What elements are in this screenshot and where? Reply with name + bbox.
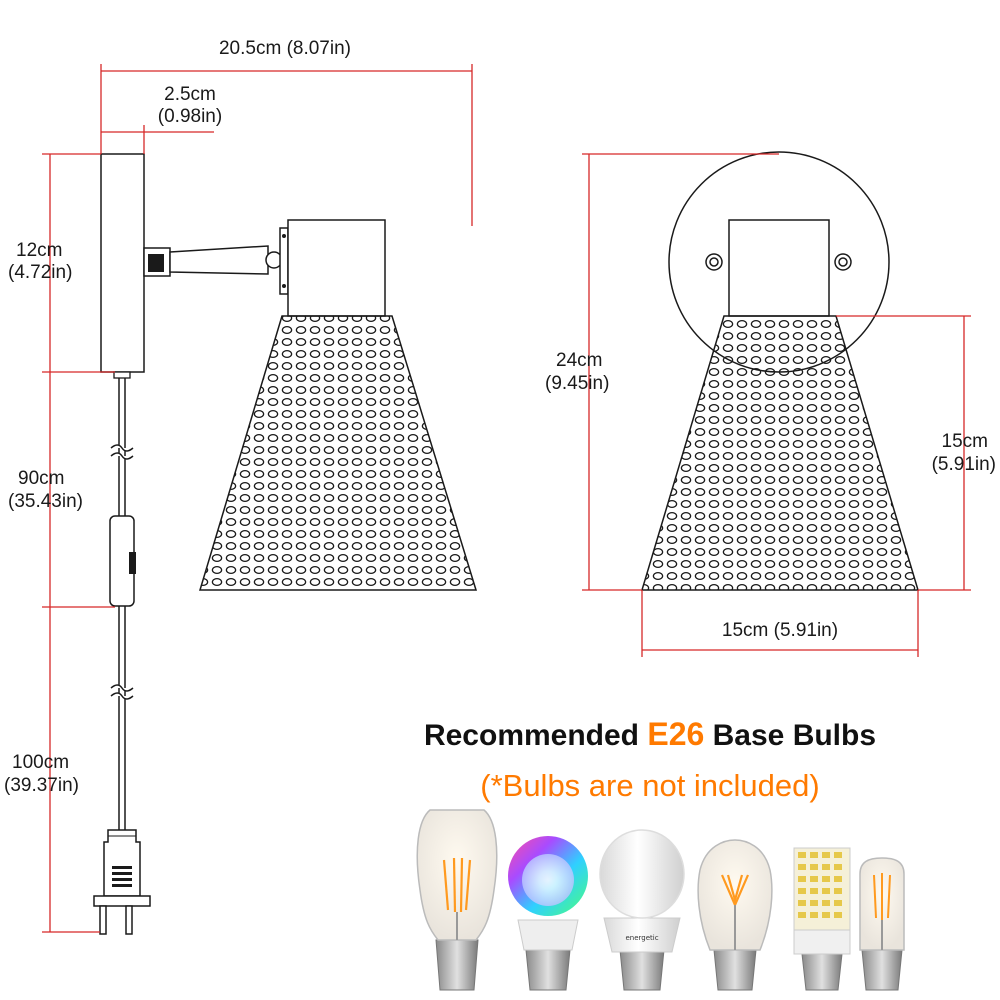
cord-upper-in: (35.43in)	[8, 491, 83, 512]
backplate-depth-cm: 2.5cm	[164, 84, 216, 105]
bulb-brand-text: energetic	[625, 934, 658, 942]
heading-base-type: E26	[647, 716, 705, 752]
total-height-in: (9.45in)	[545, 373, 610, 394]
corn-led-bulb-icon	[793, 847, 851, 991]
front-view-drawing	[640, 151, 920, 591]
backplate-depth-in: (0.98in)	[157, 106, 223, 127]
socket-cup-side	[287, 219, 386, 317]
socket-cup-front	[728, 219, 830, 317]
total-height-cm: 24cm	[556, 350, 603, 371]
filament-a19-icon	[697, 839, 773, 991]
filament-tube-icon	[859, 857, 905, 991]
rgb-smart-bulb-icon	[508, 836, 588, 991]
backplate-side	[100, 153, 145, 373]
plug	[93, 829, 151, 935]
heading-prefix: Recommended	[423, 719, 640, 752]
cord-upper-cm: 90cm	[18, 468, 65, 489]
front-view-dimension-lines	[582, 153, 971, 657]
shade-width-label: 15cm (5.91in)	[721, 620, 839, 641]
backplate-height-cm: 12cm	[16, 240, 63, 261]
heading-suffix: Base Bulbs	[712, 719, 877, 752]
arm	[169, 245, 269, 275]
shade-height-in: (5.91in)	[931, 454, 996, 475]
cord-lower-cm: 100cm	[12, 752, 70, 773]
side-view-dimension-lines	[42, 64, 473, 933]
perforated-shade-side	[198, 315, 478, 591]
filament-st64-icon	[416, 809, 498, 991]
side-view-drawing	[93, 153, 478, 935]
a19-led-bulb-icon: energetic	[599, 829, 685, 991]
backplate-height-in: (4.72in)	[8, 262, 73, 283]
shade-height-cm: 15cm	[941, 431, 988, 452]
total-width-label: 20.5cm (8.07in)	[218, 38, 351, 59]
cord-lower-in: (39.37in)	[4, 775, 79, 796]
recommended-bulbs-heading: Recommended E26 Base Bulbs	[380, 716, 920, 753]
bulbs-not-included-note: (*Bulbs are not included)	[480, 768, 820, 803]
perforated-shade-front	[640, 315, 920, 591]
